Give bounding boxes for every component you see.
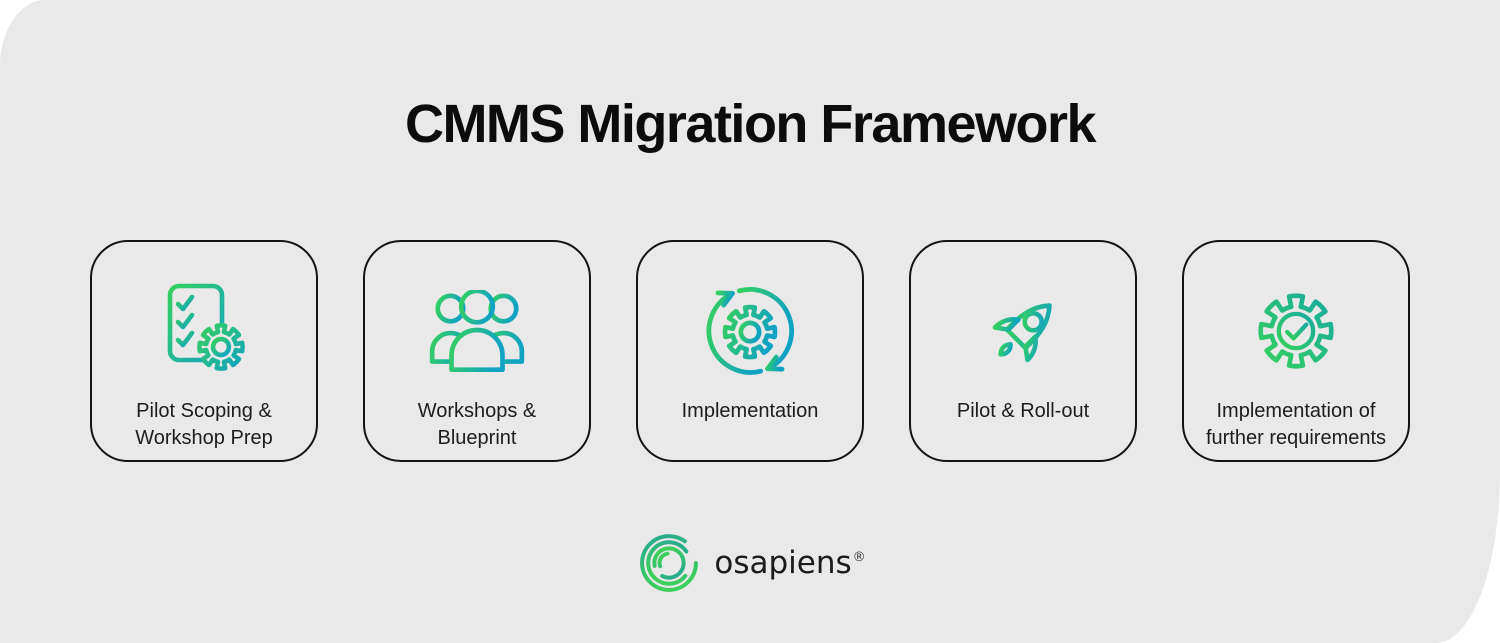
page-title: CMMS Migration Framework [404,94,1097,154]
step-label: Implementation of further requirements [1205,400,1387,449]
step-label: Workshops & Blueprint [417,400,537,449]
step-card-workshops: Workshops & Blueprint [363,240,591,462]
step-card-pilot-scoping: Pilot Scoping & Workshop Prep [90,240,318,462]
brand-footer: osapiens® [0,529,1500,597]
gear-cycle-icon [706,287,794,375]
brand-name: osapiens [714,545,852,581]
icon-wrap [973,270,1073,392]
step-card-implementation: Implementation [636,240,864,462]
osapiens-logo-icon [640,534,699,592]
icon-wrap [424,270,530,392]
framework-steps-row: Pilot Scoping & Workshop Prep [0,240,1500,462]
step-card-further-requirements: Implementation of further requirements [1182,240,1410,462]
step-label: Implementation [681,400,819,422]
gear-check-icon [1247,281,1345,381]
checklist-gear-icon [167,283,254,383]
icon-wrap [698,270,802,392]
rocket-icon [992,303,1052,363]
brand-wordmark: osapiens® [714,545,866,581]
step-label: Pilot & Roll-out [956,400,1090,422]
icon-wrap [154,270,254,392]
registered-trademark-symbol: ® [852,550,866,565]
step-label: Pilot Scoping & Workshop Prep [135,400,273,449]
step-card-pilot-rollout: Pilot & Roll-out [909,240,1137,462]
icon-wrap [1247,270,1345,392]
people-group-icon [429,290,525,372]
